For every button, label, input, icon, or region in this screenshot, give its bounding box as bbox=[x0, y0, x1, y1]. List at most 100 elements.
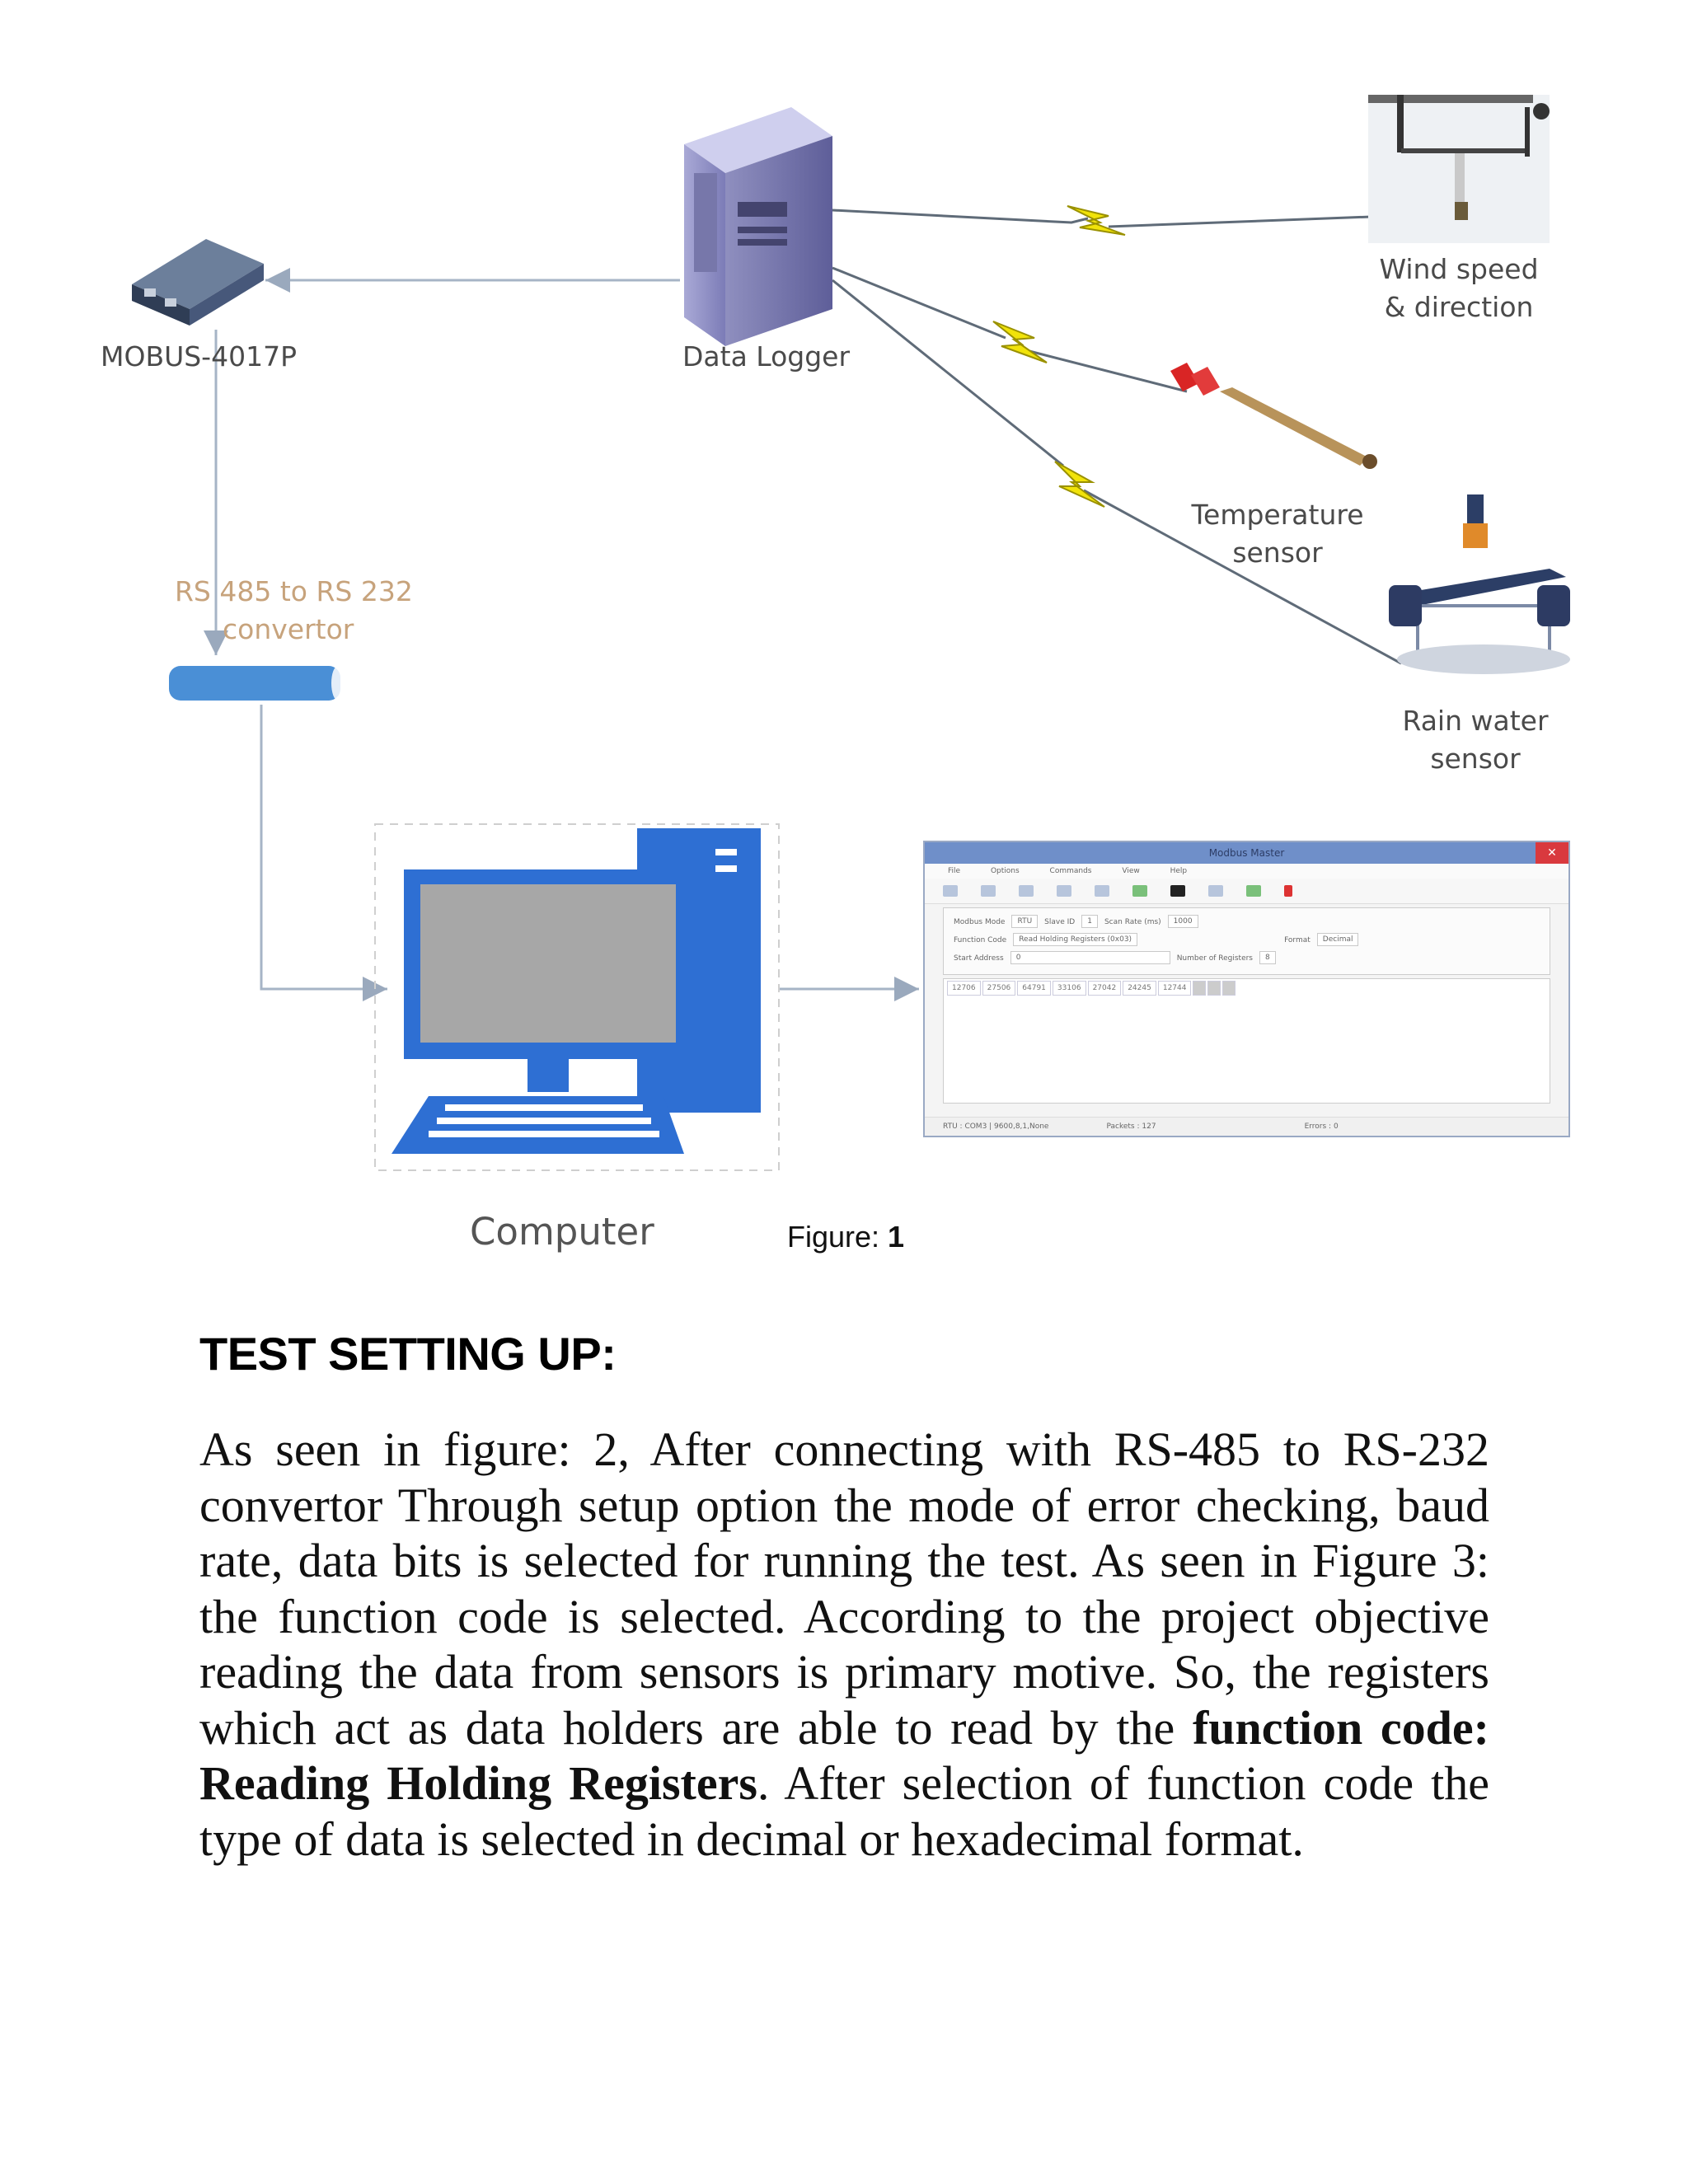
copy-icon[interactable] bbox=[1057, 885, 1071, 897]
temperature-sensor-label: Temperature sensor bbox=[1187, 496, 1368, 572]
function-code-select[interactable]: Read Holding Registers (0x03) bbox=[1013, 933, 1138, 946]
wind-sensor-icon bbox=[1368, 95, 1550, 243]
wind-label-line1: Wind speed bbox=[1379, 253, 1539, 285]
settings-row-3: Start Address 0 Number of Registers 8 bbox=[954, 951, 1276, 966]
connect-icon[interactable] bbox=[943, 885, 958, 897]
function-code-label: Function Code bbox=[954, 936, 1007, 944]
register-cell-empty[interactable] bbox=[1222, 981, 1236, 996]
menu-file[interactable]: File bbox=[948, 867, 961, 875]
register-cell-empty[interactable] bbox=[1207, 981, 1221, 996]
lightning-bolts bbox=[992, 205, 1126, 508]
wind-wire bbox=[832, 209, 1089, 224]
rain-label-line2: sensor bbox=[1430, 743, 1521, 775]
paragraph-text-1: As seen in figure: 2, After connecting w… bbox=[199, 1422, 1489, 1755]
modbus-mode-select[interactable]: RTU bbox=[1011, 915, 1039, 928]
status-port: RTU : COM3 | 9600,8,1,None bbox=[943, 1122, 1049, 1131]
register-cell[interactable]: 12706 bbox=[947, 981, 981, 996]
modbus-titlebar: Modbus Master ✕ bbox=[925, 842, 1568, 864]
register-cell[interactable]: 24245 bbox=[1123, 981, 1156, 996]
diagram-canvas bbox=[132, 95, 1570, 1171]
computer-label: Computer bbox=[470, 1210, 654, 1254]
register-cell[interactable]: 33106 bbox=[1052, 981, 1086, 996]
paragraph-text-2: . After selection of function code the t… bbox=[199, 1756, 1489, 1866]
data-logger-label: Data Logger bbox=[682, 340, 851, 373]
modbus-master-window: Modbus Master ✕ File Options Commands Vi… bbox=[923, 841, 1570, 1137]
convertor-to-computer-line bbox=[260, 705, 387, 1001]
convertor-label-line1: RS 485 to RS 232 bbox=[175, 575, 413, 607]
computer-icon bbox=[374, 823, 780, 1171]
modbus-toolbar bbox=[925, 879, 1568, 904]
close-button[interactable]: ✕ bbox=[1536, 842, 1568, 864]
slave-id-input[interactable]: 1 bbox=[1081, 915, 1098, 928]
scan-rate-label: Scan Rate (ms) bbox=[1104, 918, 1161, 926]
section-heading: TEST SETTING UP: bbox=[199, 1328, 617, 1380]
register-values: 12706 27506 64791 33106 27042 24245 1274… bbox=[947, 981, 1236, 996]
disconnect-icon[interactable] bbox=[981, 885, 996, 897]
paragraph-bold-text: function code: Reading Holding Registers bbox=[199, 1700, 1489, 1811]
format-select[interactable]: Decimal bbox=[1316, 933, 1359, 946]
convertor-icon bbox=[169, 666, 345, 701]
stop-icon[interactable] bbox=[1170, 885, 1185, 897]
settings-row-2: Function Code Read Holding Registers (0x… bbox=[954, 933, 1359, 948]
modbus-settings-panel: Modbus Mode RTU Slave ID 1 Scan Rate (ms… bbox=[943, 907, 1550, 975]
rain-bolt bbox=[1054, 461, 1105, 508]
sensor-wires bbox=[832, 209, 1402, 665]
start-address-label: Start Address bbox=[954, 954, 1004, 963]
temp-bolt bbox=[992, 321, 1048, 363]
settings-row-1: Modbus Mode RTU Slave ID 1 Scan Rate (ms… bbox=[954, 915, 1198, 930]
start-address-input[interactable]: 0 bbox=[1010, 951, 1170, 964]
temperature-sensor-icon bbox=[1170, 363, 1377, 469]
format-label: Format bbox=[1284, 936, 1311, 944]
modbus-title: Modbus Master bbox=[1208, 847, 1285, 859]
mobus-device-icon bbox=[132, 239, 264, 326]
wind-sensor-label: Wind speed & direction bbox=[1372, 251, 1545, 326]
num-registers-input[interactable]: 8 bbox=[1259, 951, 1276, 964]
modbus-status-bar: RTU : COM3 | 9600,8,1,None Packets : 127… bbox=[925, 1117, 1568, 1136]
register-cell[interactable]: 27506 bbox=[982, 981, 1016, 996]
register-cell-empty[interactable] bbox=[1193, 981, 1207, 996]
scan-rate-input[interactable]: 1000 bbox=[1167, 915, 1198, 928]
modbus-mode-label: Modbus Mode bbox=[954, 918, 1006, 926]
register-data-area: 12706 27506 64791 33106 27042 24245 1274… bbox=[943, 978, 1550, 1104]
menu-commands[interactable]: Commands bbox=[1049, 867, 1092, 875]
status-errors: Errors : 0 bbox=[1304, 1122, 1339, 1131]
wrench-icon[interactable] bbox=[1095, 885, 1109, 897]
rain-label-line1: Rain water bbox=[1402, 705, 1549, 737]
menu-help[interactable]: Help bbox=[1170, 867, 1188, 875]
log-icon[interactable] bbox=[1208, 885, 1223, 897]
rain-wire bbox=[832, 279, 1064, 467]
rain-sensor-icon bbox=[1389, 494, 1570, 674]
wind-bolt bbox=[1067, 205, 1126, 236]
menu-options[interactable]: Options bbox=[990, 867, 1020, 875]
temp-label-line2: sensor bbox=[1232, 537, 1323, 569]
figure-caption-prefix: Figure: bbox=[787, 1220, 889, 1254]
system-diagram: MOBUS-4017P Data Logger Wind speed & dir… bbox=[101, 95, 1570, 1254]
figure-caption: Figure: 1 bbox=[787, 1220, 904, 1254]
num-registers-label: Number of Registers bbox=[1176, 954, 1253, 963]
slave-id-label: Slave ID bbox=[1044, 918, 1076, 926]
connector-lines bbox=[204, 268, 919, 1001]
status-packets: Packets : 127 bbox=[1106, 1122, 1156, 1131]
rain-wire-2 bbox=[1083, 489, 1402, 665]
modbus-menubar: File Options Commands View Help bbox=[925, 864, 1568, 879]
temp-label-line1: Temperature bbox=[1191, 499, 1364, 531]
wind-label-line2: & direction bbox=[1384, 291, 1534, 323]
delete-icon[interactable] bbox=[1284, 885, 1292, 897]
register-cell[interactable]: 27042 bbox=[1087, 981, 1122, 996]
data-logger-icon bbox=[684, 107, 832, 346]
play-icon[interactable] bbox=[1132, 885, 1147, 897]
register-cell[interactable]: 64791 bbox=[1017, 981, 1051, 996]
convertor-label: RS 485 to RS 232 convertor bbox=[175, 573, 413, 649]
temp-wire bbox=[832, 266, 1006, 340]
rain-sensor-label: Rain water sensor bbox=[1389, 702, 1562, 778]
figure-caption-number: 1 bbox=[888, 1220, 905, 1254]
wind-wire-2 bbox=[1108, 214, 1394, 228]
convertor-label-line2: convertor bbox=[223, 613, 354, 645]
setup-icon[interactable] bbox=[1019, 885, 1034, 897]
menu-view[interactable]: View bbox=[1122, 867, 1140, 875]
temp-wire-2 bbox=[1025, 349, 1188, 393]
register-cell[interactable]: 12744 bbox=[1157, 981, 1192, 996]
section-paragraph: As seen in figure: 2, After connecting w… bbox=[199, 1422, 1489, 1867]
refresh-icon[interactable] bbox=[1246, 885, 1261, 897]
mobus-label: MOBUS-4017P bbox=[101, 340, 297, 373]
